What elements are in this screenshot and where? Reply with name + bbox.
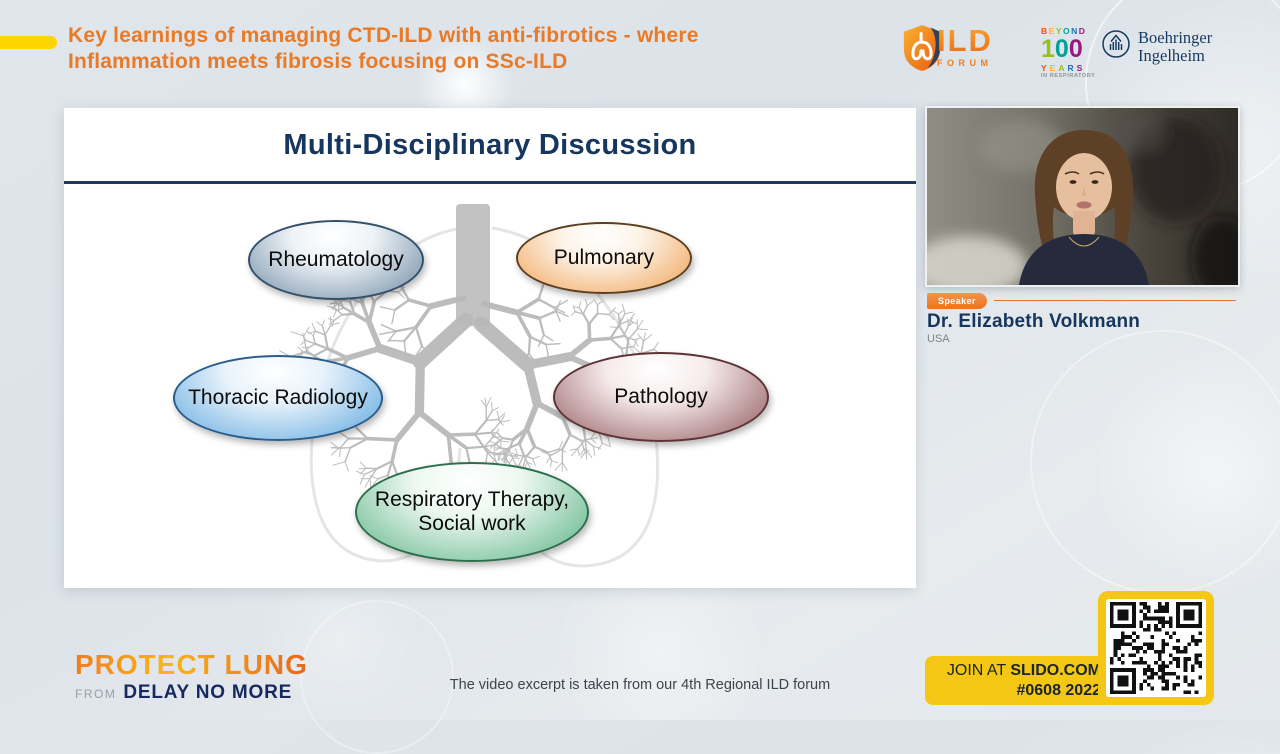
ild-logo-subtext: FORUM bbox=[937, 58, 993, 68]
presentation-slide: Multi-Disciplinary Discussion Rheumatolo… bbox=[64, 108, 916, 588]
ild-forum-logo: ILD FORUM bbox=[901, 23, 993, 78]
speaker-accent-line bbox=[994, 300, 1236, 301]
webinar-title: Key learnings of managing CTD-ILD with a… bbox=[68, 23, 699, 76]
boehringer-emblem-icon bbox=[1101, 29, 1131, 64]
slido-join-banner: JOIN AT SLIDO.COM #0608 2022 bbox=[925, 656, 1111, 705]
boehringer-ingelheim-logo: Boehringer Ingelheim bbox=[1101, 29, 1212, 64]
protect-lung-logo: PROTECT LUNG FROM DELAY NO MORE bbox=[75, 649, 308, 704]
video-source-caption: The video excerpt is taken from our 4th … bbox=[340, 677, 940, 693]
speaker-name: Dr. Elizabeth Volkmann bbox=[927, 311, 1140, 333]
header-accent-dash bbox=[0, 36, 57, 49]
protect-from-text: FROM bbox=[75, 687, 116, 701]
ild-logo-text: ILD bbox=[937, 27, 993, 55]
ellipse-thoracic-radiology: Thoracic Radiology bbox=[173, 355, 383, 441]
slide-title-divider bbox=[64, 181, 916, 184]
beyond-years: YEARS bbox=[1041, 64, 1103, 73]
ellipse-pulmonary: Pulmonary bbox=[516, 222, 692, 294]
boehringer-name: Boehringer Ingelheim bbox=[1138, 29, 1212, 64]
background-ring bbox=[1030, 330, 1280, 594]
beyond-tagline: IN RESPIRATORY bbox=[1041, 74, 1103, 80]
protect-lung-wordmark: PROTECT LUNG bbox=[75, 649, 308, 681]
slide-title: Multi-Disciplinary Discussion bbox=[64, 129, 916, 162]
qr-pattern bbox=[1106, 599, 1206, 697]
ellipse-rheumatology: Rheumatology bbox=[248, 220, 424, 300]
slido-qr-code bbox=[1098, 591, 1214, 705]
speaker-badge: Speaker bbox=[927, 293, 987, 309]
speaker-video bbox=[925, 106, 1240, 287]
slido-join-label: JOIN AT bbox=[947, 662, 1010, 679]
slido-event-code: #0608 2022 bbox=[1016, 681, 1101, 701]
speaker-country: USA bbox=[927, 333, 950, 345]
beyond-100: 100 bbox=[1041, 37, 1103, 62]
beyond-100-years-logo: BEYOND 100 YEARS IN RESPIRATORY bbox=[1041, 27, 1103, 80]
delay-no-more-text: DELAY NO MORE bbox=[123, 682, 292, 704]
ellipse-pathology: Pathology bbox=[553, 352, 769, 442]
slido-site: SLIDO.COM bbox=[1010, 662, 1101, 679]
ellipse-respiratory-therapy: Respiratory Therapy, Social work bbox=[355, 462, 589, 562]
